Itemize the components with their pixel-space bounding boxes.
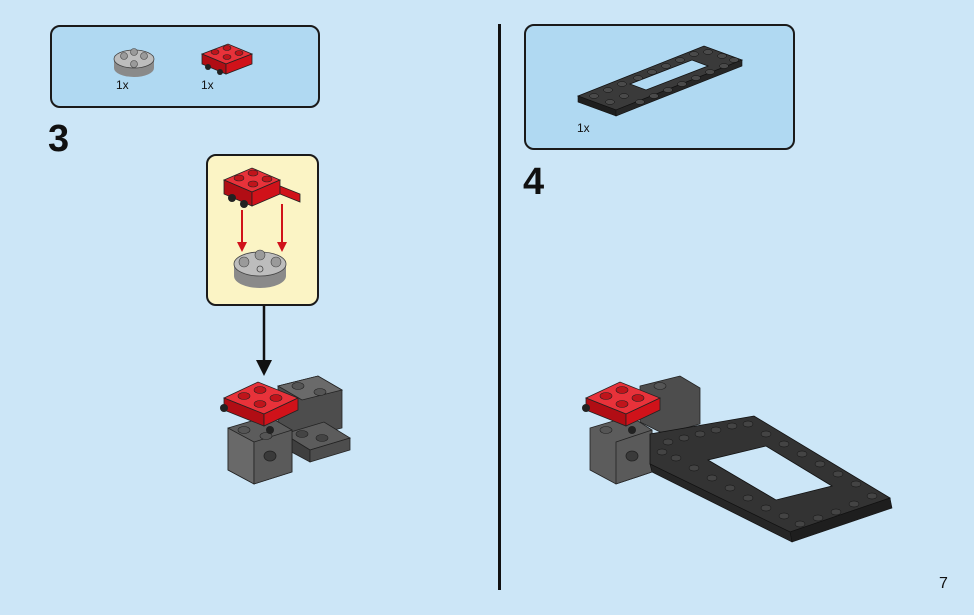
- red-and-gray-assembly-icon: [220, 375, 351, 485]
- attach-red-plate-to-round-plate-icon: [222, 167, 301, 288]
- red-wheel-holder-plate-icon: [200, 43, 254, 75]
- step3-part2-qty: 1x: [201, 78, 214, 92]
- page-number: 7: [939, 575, 948, 592]
- step3-parts-panel: [50, 25, 320, 108]
- assembly-with-black-frame-icon: [582, 375, 893, 543]
- page-divider: [498, 24, 501, 590]
- step4-part1-qty: 1x: [577, 121, 590, 135]
- black-frame-plate-icon: [576, 45, 744, 117]
- step3-part1-qty: 1x: [116, 78, 129, 92]
- down-arrow-icon: [256, 306, 272, 376]
- step4-number: 4: [523, 161, 545, 203]
- step3-number: 3: [48, 118, 70, 160]
- round-plate-light-gray-icon: [113, 48, 155, 77]
